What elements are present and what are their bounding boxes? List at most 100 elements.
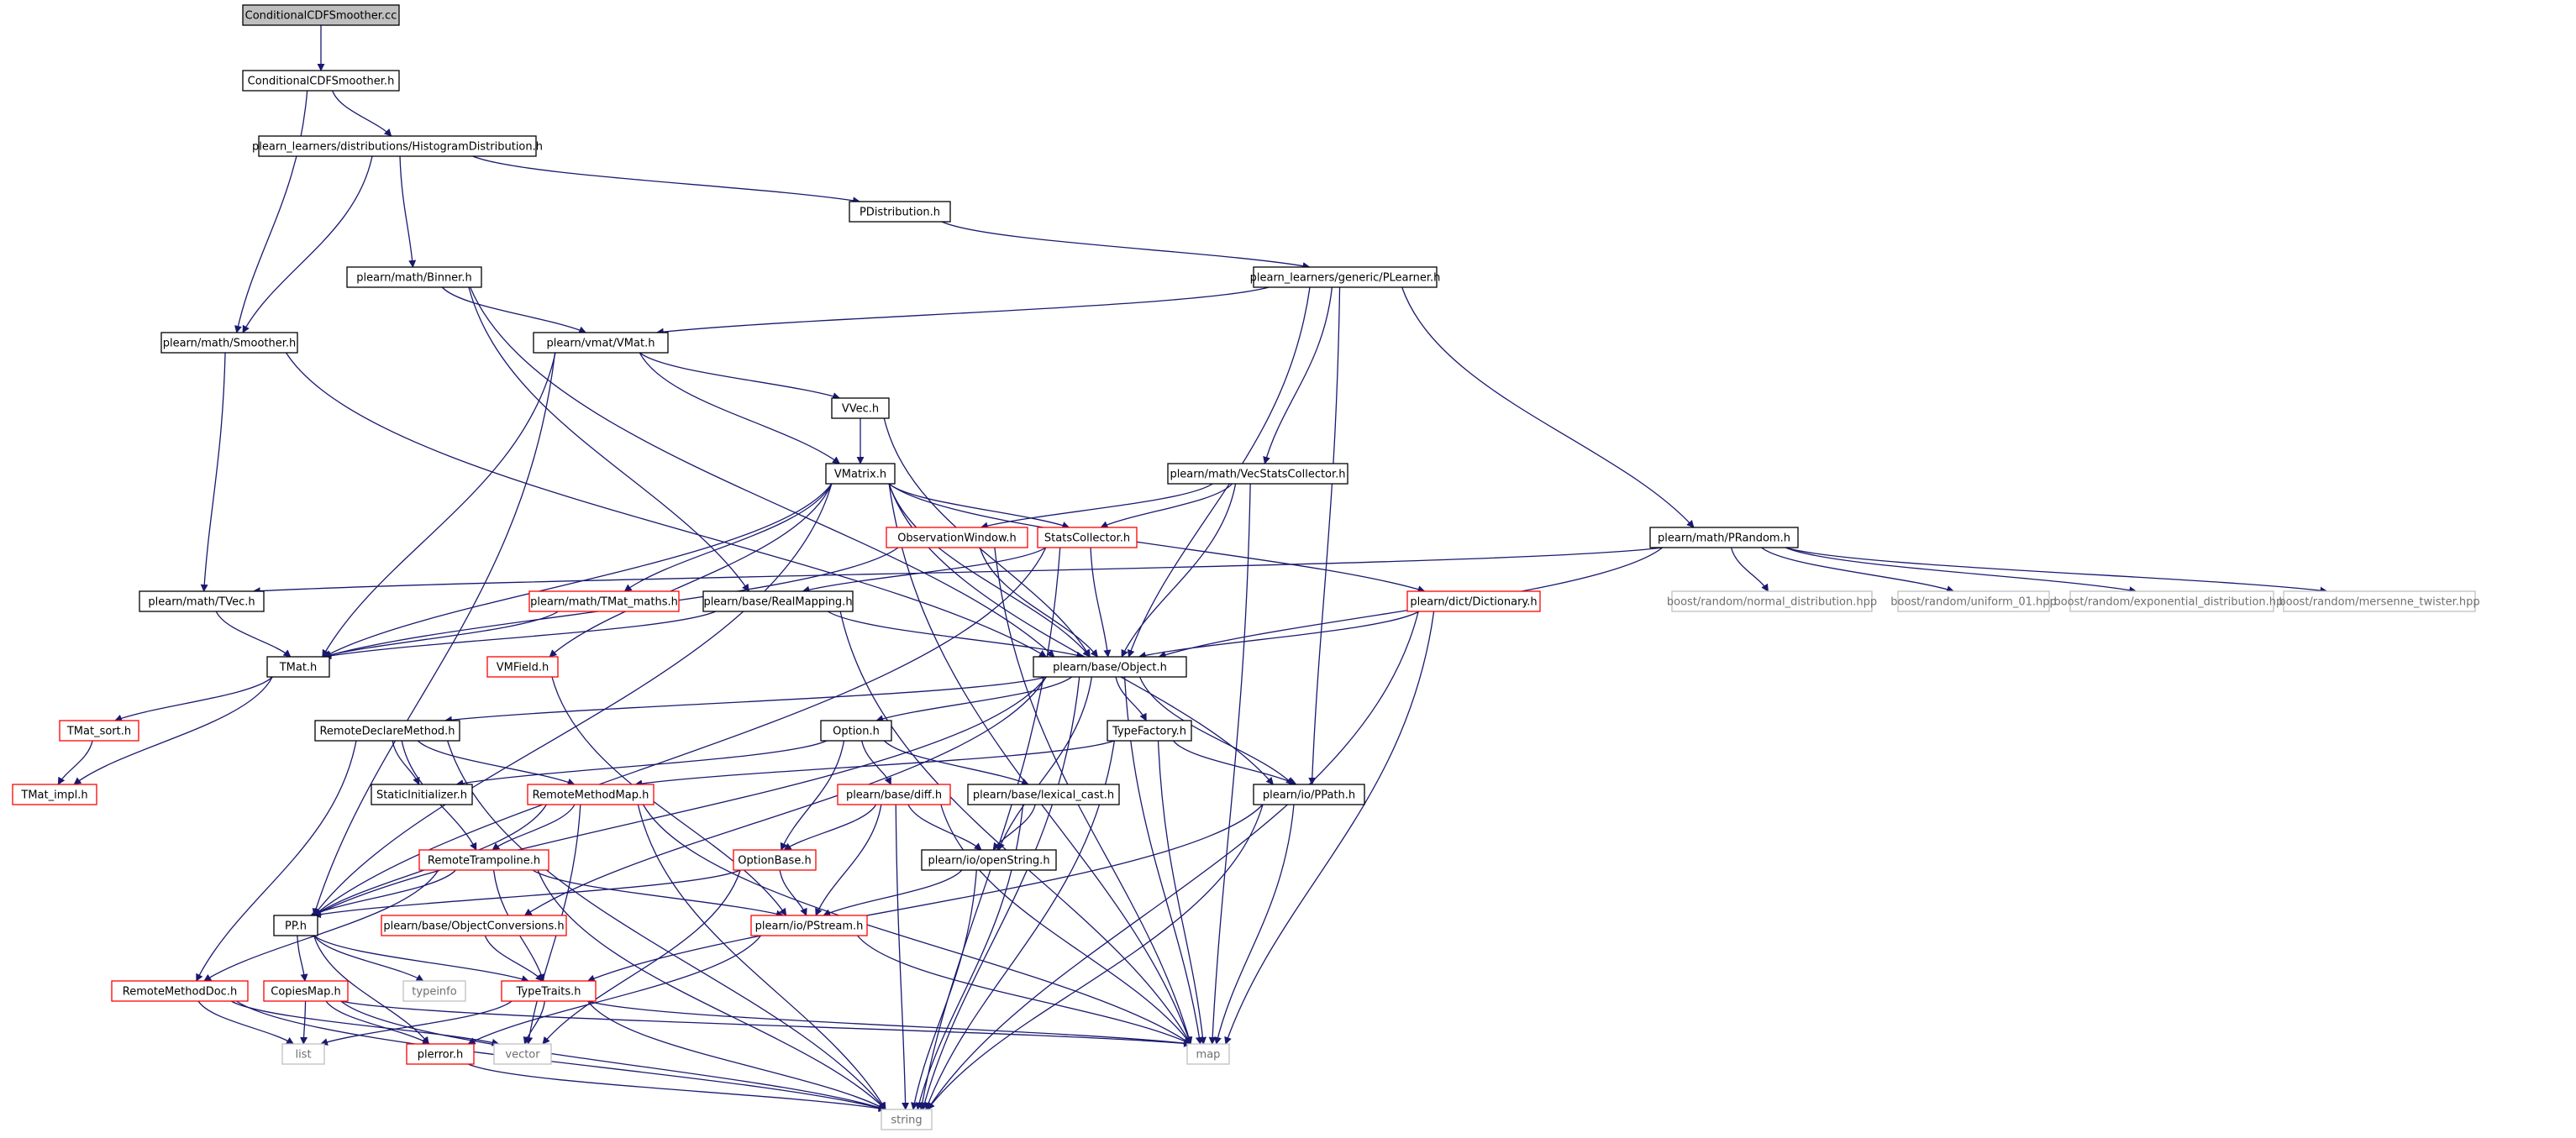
node-label: plearn/io/openString.h (928, 855, 1049, 868)
node-string[interactable]: string (881, 1109, 933, 1130)
node-typefactory[interactable]: TypeFactory.h (1107, 720, 1192, 742)
node-label: typeinfo (412, 986, 456, 999)
edge-binner-to-realmap (468, 286, 749, 592)
edge-histo-to-binner (399, 155, 417, 268)
node-rtramp[interactable]: RemoteTrampoline.h (418, 849, 549, 871)
node-tmat[interactable]: TMat.h (266, 656, 330, 678)
node-box (1253, 784, 1365, 805)
node-vmatrix[interactable]: VMatrix.h (825, 463, 896, 485)
edge-realmap-to-object (827, 611, 1085, 659)
node-box (258, 135, 537, 157)
node-object[interactable]: plearn/base/Object.h (1033, 656, 1187, 678)
node-vmat[interactable]: plearn/vmat/VMat.h (533, 332, 669, 354)
edge-option-to-lexcast (883, 740, 1029, 786)
node-rmethodmap[interactable]: RemoteMethodMap.h (527, 784, 655, 805)
edge-openstr-to-string (910, 869, 977, 1110)
node-tmatimpl[interactable]: TMat_impl.h (12, 784, 97, 805)
node-histo[interactable]: plearn_learners/distributions/HistogramD… (252, 135, 543, 157)
node-smoother[interactable]: plearn/math/Smoother.h (160, 332, 298, 354)
node-typeinfo[interactable]: typeinfo (402, 980, 466, 1002)
edge-rtramp-to-string (537, 869, 886, 1110)
node-list[interactable]: list (281, 1043, 325, 1065)
node-label: plearn/dict/Dictionary.h (1410, 596, 1537, 609)
edge-rmethodmap-to-rtramp (492, 804, 576, 851)
node-diff[interactable]: plearn/base/diff.h (837, 784, 951, 805)
node-label: boost/random/uniform_01.hpp (1890, 596, 2057, 609)
node-tmatmaths[interactable]: plearn/math/TMat_maths.h (528, 590, 680, 612)
node-lexcast[interactable]: plearn/base/lexical_cast.h (967, 784, 1120, 805)
node-label: VMField.h (497, 662, 549, 674)
node-label: PP.h (285, 920, 307, 933)
node-ccdfh[interactable]: ConditionalCDFSmoother.h (242, 70, 400, 92)
node-tvec[interactable]: plearn/math/TVec.h (139, 590, 265, 612)
edge-vmatrix-to-pp (313, 483, 833, 916)
node-label: plearn_learners/distributions/HistogramD… (252, 141, 543, 154)
edge-plearner-to-vmat (655, 286, 1270, 336)
node-vmfield[interactable]: VMField.h (486, 656, 559, 678)
node-staticinit[interactable]: StaticInitializer.h (371, 784, 473, 805)
node-bnormal[interactable]: boost/random/normal_distribution.hpp (1667, 590, 1877, 612)
node-dict[interactable]: plearn/dict/Dictionary.h (1406, 590, 1541, 612)
node-box (2283, 590, 2476, 612)
node-pstream[interactable]: plearn/io/PStream.h (750, 915, 868, 936)
node-vvec[interactable]: VVec.h (831, 397, 890, 419)
node-obswin[interactable]: ObservationWindow.h (886, 527, 1028, 548)
node-label: Option.h (833, 726, 880, 738)
node-box (881, 1109, 933, 1130)
edge-diff-to-map (940, 804, 1191, 1045)
edge-diff-to-openstr (907, 804, 982, 851)
node-ppath[interactable]: plearn/io/PPath.h (1253, 784, 1365, 805)
node-box (1671, 590, 1873, 612)
node-vecstats[interactable]: plearn/math/VecStatsCollector.h (1167, 463, 1348, 485)
node-objconv[interactable]: plearn/base/ObjectConversions.h (381, 915, 567, 936)
edge-typetraits-to-string (587, 1000, 886, 1110)
node-box (160, 332, 298, 354)
node-plearner[interactable]: plearn_learners/generic/PLearner.h (1250, 266, 1441, 288)
node-box (831, 397, 890, 419)
node-label: vector (505, 1049, 540, 1062)
node-option[interactable]: Option.h (820, 720, 892, 742)
node-box (750, 915, 868, 936)
node-typetraits[interactable]: TypeTraits.h (501, 980, 597, 1002)
node-openstr[interactable]: plearn/io/openString.h (921, 849, 1057, 871)
edge-realmap-to-tmat (323, 611, 717, 660)
edge-plearner-to-ppath (1308, 286, 1341, 785)
node-pp[interactable]: PP.h (273, 915, 318, 936)
node-vector[interactable]: vector (493, 1043, 552, 1065)
node-label: VMatrix.h (834, 469, 886, 481)
edge-rmdoc-to-vector (230, 1000, 500, 1046)
node-rmdoc[interactable]: RemoteMethodDoc.h (111, 980, 249, 1002)
node-box (533, 332, 669, 354)
edge-pstream-to-plerror (467, 935, 762, 1045)
node-pdist[interactable]: PDistribution.h (849, 201, 951, 223)
node-label: plearn/base/ObjectConversions.h (383, 920, 564, 933)
node-label: plearn/base/diff.h (846, 789, 942, 802)
edge-plearner-to-object (1127, 286, 1311, 658)
node-plerror[interactable]: plerror.h (406, 1043, 475, 1065)
node-buniform[interactable]: boost/random/uniform_01.hpp (1890, 590, 2057, 612)
node-box (886, 527, 1028, 548)
node-box (1406, 590, 1541, 612)
node-label: OptionBase.h (738, 855, 811, 868)
edge-binner-to-object (470, 286, 1055, 658)
node-rdecl[interactable]: RemoteDeclareMethod.h (314, 720, 460, 742)
node-box (406, 1043, 475, 1065)
node-box (967, 784, 1120, 805)
node-bexp[interactable]: boost/random/exponential_distribution.hp… (2053, 590, 2290, 612)
edge-object-to-objconv (523, 676, 1047, 916)
node-label: plearn/math/Binner.h (356, 272, 471, 285)
node-realmap[interactable]: plearn/base/RealMapping.h (702, 590, 854, 612)
node-label: plearn_learners/generic/PLearner.h (1250, 272, 1441, 285)
node-prandom[interactable]: plearn/math/PRandom.h (1649, 527, 1799, 548)
node-copiesmap[interactable]: CopiesMap.h (263, 980, 349, 1002)
node-statscol[interactable]: StatsCollector.h (1037, 527, 1138, 548)
edge-typetraits-to-vector (523, 1000, 545, 1045)
edge-typefactory-to-ppath (1172, 740, 1297, 785)
node-bmersenne[interactable]: boost/random/mersenne_twister.hpp (2279, 590, 2480, 612)
node-binner[interactable]: plearn/math/Binner.h (346, 266, 482, 288)
node-optbase[interactable]: OptionBase.h (733, 849, 817, 871)
node-map[interactable]: map (1186, 1043, 1230, 1065)
node-tmatsort[interactable]: TMat_sort.h (59, 720, 139, 742)
edge-statscol-to-string (918, 547, 1061, 1110)
